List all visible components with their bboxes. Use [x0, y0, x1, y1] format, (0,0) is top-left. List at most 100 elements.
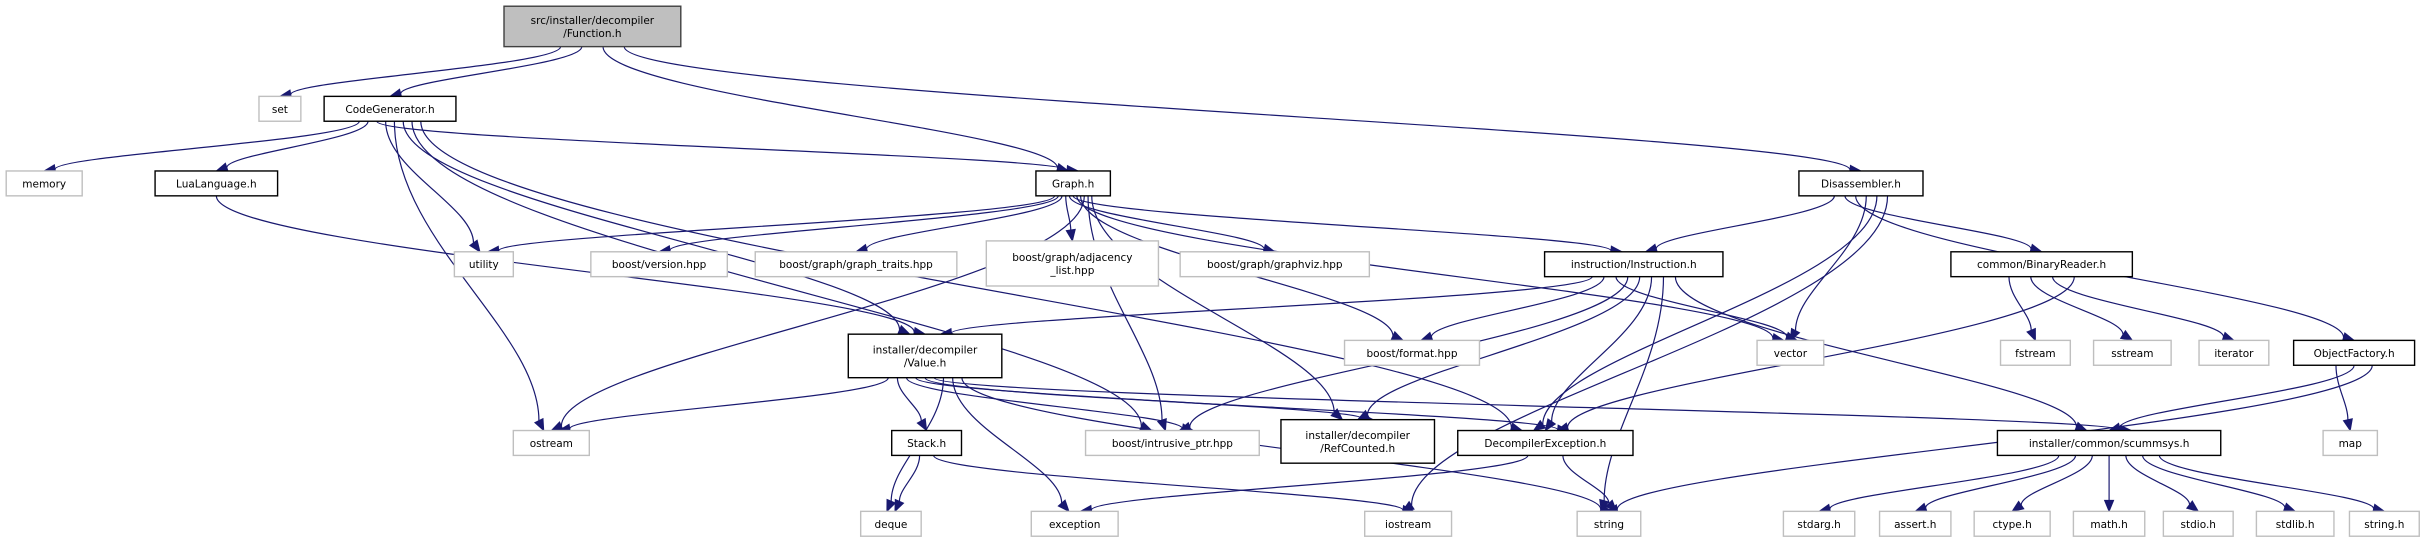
edge-disasm-to-decexc	[1542, 195, 1878, 425]
arrowhead-icon	[2074, 421, 2088, 432]
node-bintrusive: boost/intrusive_ptr.hpp	[1084, 429, 1260, 457]
node-label: /Value.h	[904, 357, 946, 369]
edge-scummsys-to-stringh	[2158, 455, 2375, 510]
node-objfactory[interactable]: ObjectFactory.h	[2292, 339, 2416, 366]
edge-value-to-scummsys	[933, 377, 2122, 431]
node-label: iostream	[1385, 519, 1431, 531]
node-label: installer/decompiler	[1305, 430, 1410, 442]
node-function: src/installer/decompiler/Function.h	[503, 5, 682, 48]
node-box	[2292, 339, 2416, 366]
node-refcounted[interactable]: installer/decompiler/RefCounted.h	[1280, 418, 1436, 464]
node-btraits: boost/graph/graph_traits.hpp	[754, 251, 958, 278]
node-label: string	[1594, 519, 1624, 531]
node-box	[754, 251, 958, 278]
edge-scummsys-to-stdlib	[2141, 455, 2286, 508]
node-label: ctype.h	[1993, 519, 2032, 531]
node-bversion: boost/version.hpp	[590, 251, 729, 278]
node-label: instruction/Instruction.h	[1571, 259, 1697, 271]
node-label: memory	[22, 178, 66, 190]
edge-instr-to-string	[1603, 276, 1665, 501]
arrowhead-icon	[468, 239, 481, 253]
edge-graph-to-vector	[1076, 195, 1774, 339]
arrowhead-icon	[886, 498, 897, 513]
node-binreader[interactable]: common/BinaryReader.h	[1950, 251, 2134, 278]
node-label: boost/graph/graph_traits.hpp	[779, 259, 933, 271]
arrowhead-icon	[2011, 500, 2025, 513]
node-label: stdlib.h	[2276, 519, 2315, 531]
node-label: math.h	[2090, 519, 2127, 531]
node-lua[interactable]: LuaLanguage.h	[154, 170, 279, 197]
node-box	[258, 95, 302, 122]
arrowhead-icon	[2282, 502, 2297, 513]
node-box	[1084, 429, 1260, 457]
node-label: boost/version.hpp	[612, 259, 707, 271]
node-box	[1996, 429, 2222, 457]
edge-codegen-to-decexc	[420, 121, 1513, 428]
node-box	[503, 5, 682, 48]
edge-value-to-ostream	[569, 377, 889, 430]
node-box	[1878, 510, 1952, 537]
node-box	[1950, 251, 2134, 278]
node-label: set	[272, 104, 288, 116]
arrowhead-icon	[1544, 418, 1557, 432]
node-box	[590, 251, 729, 278]
edge-decexc-to-exception	[1090, 454, 1529, 511]
edge-binreader-to-iterator	[2051, 276, 2225, 338]
edge-binreader-to-sstream	[2030, 276, 2124, 335]
node-value[interactable]: installer/decompiler/Value.h	[847, 333, 1003, 379]
node-box	[2198, 339, 2270, 366]
node-label: boost/format.hpp	[1367, 348, 1458, 360]
edge-function-to-codegen	[400, 46, 583, 95]
edge-instr-to-refcounted	[1366, 276, 1641, 415]
node-box	[847, 333, 1003, 379]
edge-value-to-decexc	[924, 377, 1559, 431]
edge-disasm-to-vector	[1794, 195, 1867, 331]
node-box	[1756, 339, 1825, 366]
node-label: fstream	[2015, 348, 2056, 360]
node-label: stdio.h	[2181, 519, 2216, 531]
edge-graph-to-bgraphviz	[1068, 195, 1265, 250]
node-label: iterator	[2214, 348, 2254, 360]
node-box	[1999, 339, 2072, 366]
edge-scummsys-to-ctype	[2020, 455, 2093, 506]
node-label: common/BinaryReader.h	[1977, 259, 2106, 271]
node-box	[2092, 339, 2172, 366]
node-decexc[interactable]: DecompilerException.h	[1457, 429, 1634, 457]
node-label: exception	[1049, 519, 1100, 531]
node-label: utility	[469, 259, 499, 271]
node-label: installer/common/scummsys.h	[2029, 438, 2190, 450]
node-fstream: fstream	[1999, 339, 2072, 366]
node-box	[2072, 510, 2146, 537]
node-stringh: string.h	[2348, 510, 2420, 537]
node-codegen[interactable]: CodeGenerator.h	[323, 95, 457, 122]
arrowhead-icon	[2103, 499, 2115, 513]
node-label: map	[2339, 438, 2363, 450]
edge-graph-to-refcounted	[1091, 195, 1335, 413]
edge-value-to-exception	[952, 377, 1063, 504]
node-disasm[interactable]: Disassembler.h	[1798, 170, 1924, 197]
edge-graph-to-utility	[498, 195, 1056, 252]
node-label: sstream	[2111, 348, 2153, 360]
arrowhead-icon	[1057, 499, 1070, 513]
node-label: Disassembler.h	[1821, 178, 1901, 190]
edge-instr-to-bformat	[1430, 276, 1605, 338]
node-scummsys[interactable]: installer/common/scummsys.h	[1996, 429, 2222, 457]
node-label: CodeGenerator.h	[345, 104, 434, 116]
edge-function-to-disasm	[623, 46, 1851, 171]
node-box	[1035, 170, 1112, 197]
node-sstream: sstream	[2092, 339, 2172, 366]
node-memory: memory	[5, 170, 83, 197]
arrowhead-icon	[2185, 500, 2200, 513]
node-vector: vector	[1756, 339, 1825, 366]
arrowhead-icon	[1065, 228, 1076, 243]
node-box	[1030, 510, 1119, 537]
node-label: src/installer/decompiler	[531, 15, 655, 27]
node-stack[interactable]: Stack.h	[891, 429, 963, 457]
node-instr[interactable]: instruction/Instruction.h	[1543, 251, 1724, 278]
arrowhead-icon	[1330, 408, 1344, 421]
node-box	[985, 240, 1160, 287]
node-ostream: ostream	[512, 429, 591, 457]
node-graph[interactable]: Graph.h	[1035, 170, 1112, 197]
node-label: /Function.h	[563, 28, 621, 40]
